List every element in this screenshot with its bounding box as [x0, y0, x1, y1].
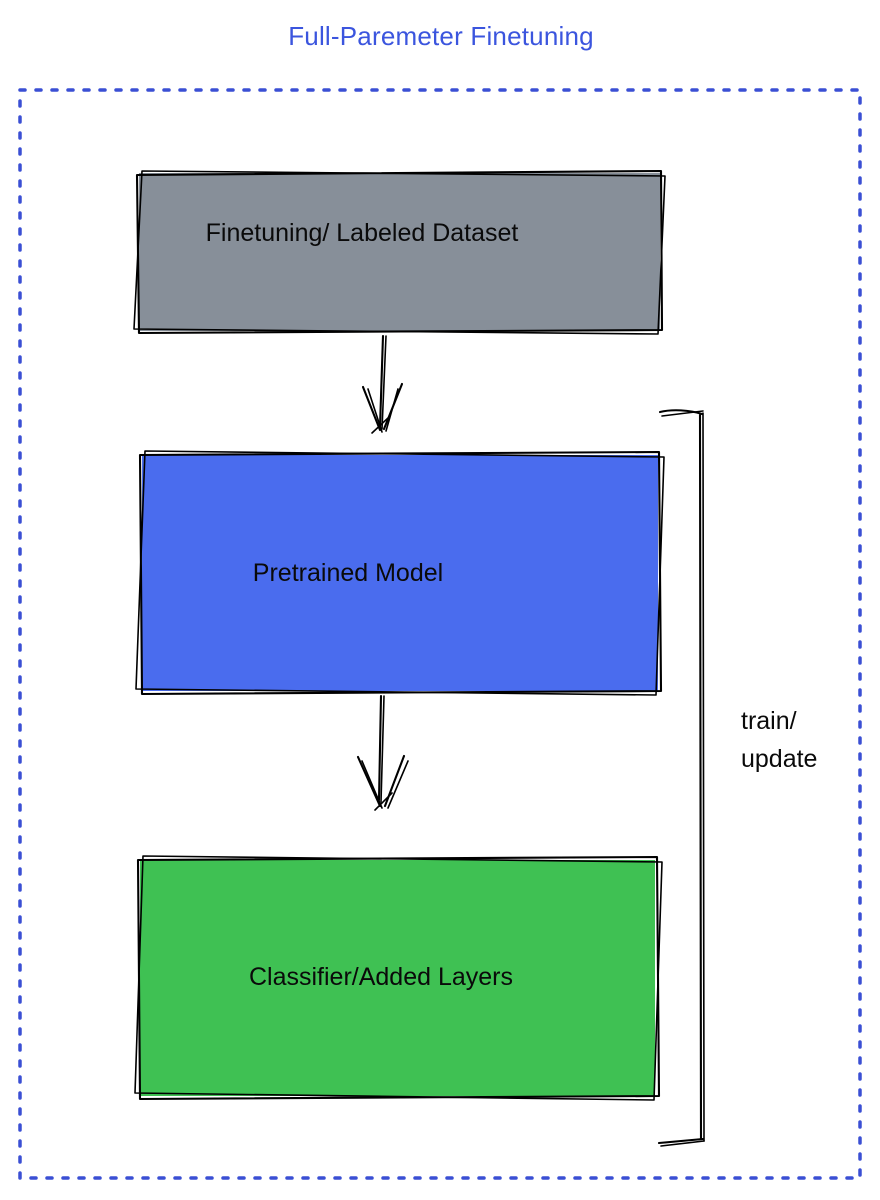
dataset-box-fill — [139, 173, 660, 331]
classifier-box-outline — [136, 855, 661, 1101]
pretrained-box-outline-overdraw — [135, 450, 665, 696]
arrow-pretrained-to-classifier — [356, 694, 409, 811]
classifier-box — [134, 855, 663, 1101]
arrow-dataset-to-pretrained — [361, 334, 404, 434]
train-update-label: train/ update — [741, 707, 818, 773]
classifier-box-outline-overdraw — [134, 855, 663, 1101]
pretrained-box-label: Pretrained Model — [252, 559, 444, 587]
train-update-bracket — [657, 409, 705, 1147]
diagram-title: Full-Paremeter Finetuning — [288, 21, 594, 51]
pretrained-box-fill — [142, 455, 658, 691]
classifier-box-fill — [140, 860, 655, 1096]
dataset-box-outline-overdraw — [133, 170, 666, 335]
dataset-box-outline — [135, 169, 664, 335]
pretrained-box-outline — [138, 450, 663, 696]
classifier-box-label: Classifier/Added Layers — [248, 963, 514, 991]
dotted-frame — [18, 88, 862, 1180]
pretrained-box — [135, 450, 665, 696]
dataset-box-label: Finetuning/ Labeled Dataset — [205, 219, 519, 247]
dataset-box — [133, 169, 666, 335]
